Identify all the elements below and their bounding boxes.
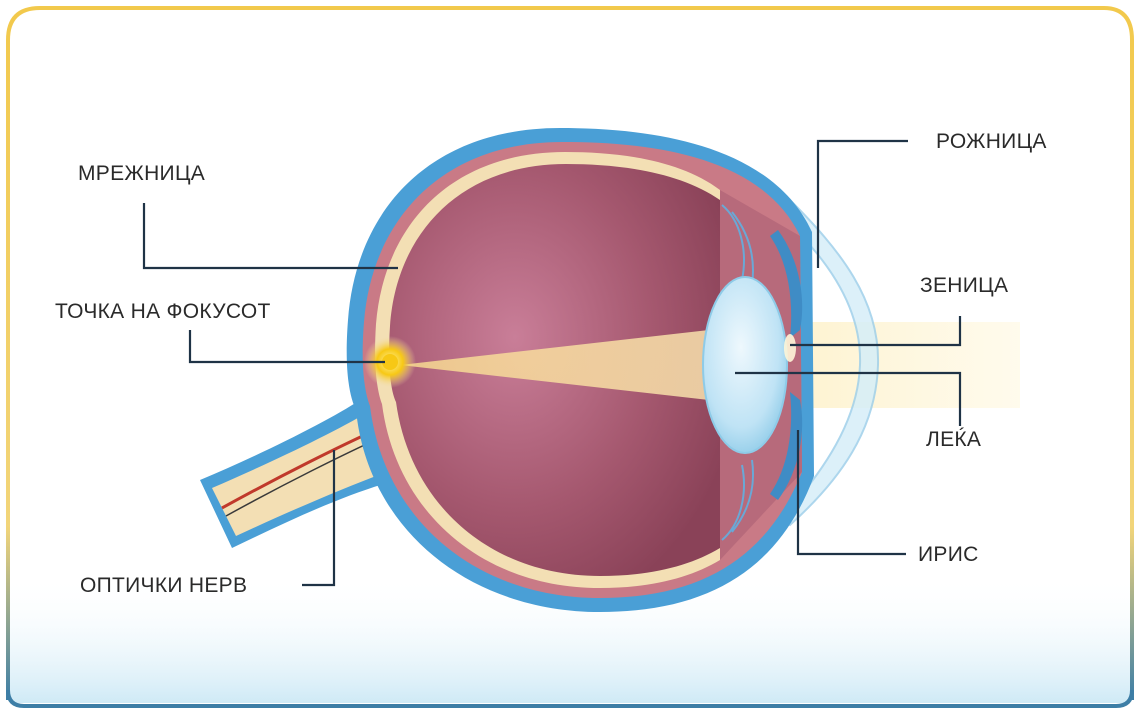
pupil-shape	[784, 334, 796, 362]
label-cornea: РОЖНИЦА	[936, 130, 1047, 154]
label-focal-point: ТОЧКА НА ФОКУСОТ	[55, 300, 271, 324]
lens	[703, 277, 787, 453]
leader-retina	[144, 203, 398, 268]
label-pupil: ЗЕНИЦА	[920, 274, 1008, 298]
label-iris: ИРИС	[918, 543, 979, 567]
label-lens: ЛЕЌА	[926, 428, 981, 452]
label-retina: МРЕЖНИЦА	[78, 162, 205, 186]
label-optic-nerve: ОПТИЧКИ НЕРВ	[80, 574, 247, 598]
